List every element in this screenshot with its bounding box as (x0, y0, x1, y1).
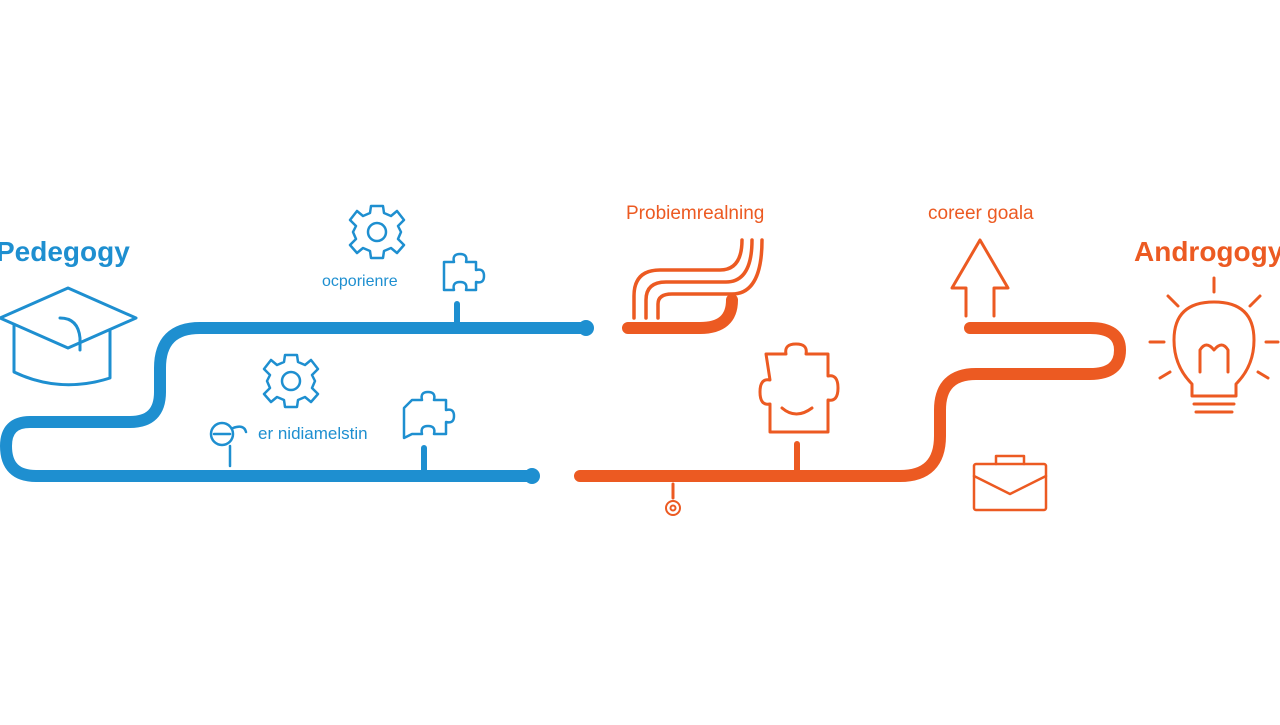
bent-lines-icon (632, 238, 764, 320)
puzzle-icon (442, 252, 486, 292)
problem-solving-label: Probiemrealning (626, 203, 765, 224)
briefcase-icon (972, 454, 1048, 512)
lightbulb-icon (1148, 276, 1280, 414)
pedagogy-path (0, 322, 592, 482)
andragogy-title: Androgogy (1134, 236, 1280, 267)
gear-icon (665, 500, 681, 516)
puzzle-icon (402, 390, 456, 440)
gear-icon (262, 353, 320, 409)
up-arrow-icon (950, 238, 1010, 318)
pedagogy-path-end-bottom (524, 468, 540, 484)
pedagogy-path-end-top (578, 320, 594, 336)
andragogy-path (574, 322, 1126, 482)
pedagogy-title: Pedegogy (0, 236, 130, 267)
andragogy-path-upper-stub (622, 294, 738, 334)
graduation-cap-icon (0, 286, 138, 387)
puzzle-icon (758, 342, 840, 434)
nidiamelin-label: er nidiamelstin (258, 424, 368, 443)
opportunities-label: ocporienre (322, 273, 398, 290)
person-icon (209, 421, 248, 468)
career-goals-label: coreer goala (928, 203, 1034, 224)
gear-icon (348, 204, 406, 260)
